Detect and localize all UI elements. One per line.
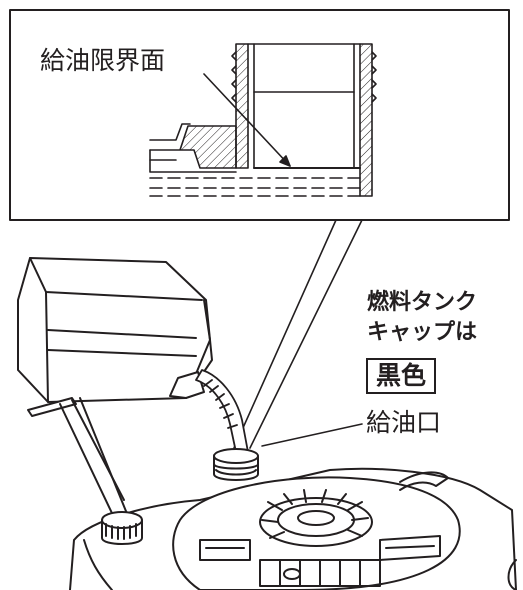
mower-handle (27, 397, 133, 531)
cap-color-box: 黒色 (366, 358, 436, 394)
filler-leader (261, 423, 363, 447)
cap-note-line2: キャップは (367, 320, 478, 345)
fuel-can (17, 257, 213, 403)
inset-frame (9, 9, 510, 221)
oil-cap (83, 511, 143, 590)
filler-port (213, 448, 259, 481)
fuel-limit-leader (203, 73, 291, 167)
cap-note-line1: 燃料タンク (367, 290, 478, 315)
filler-neck-section (149, 43, 377, 197)
engine-shroud (69, 467, 517, 590)
right-edge-part (507, 559, 517, 590)
cap-color-label: 黒色 (375, 361, 426, 390)
callout-lines (233, 219, 363, 449)
filler-port-label: 給油口 (366, 408, 442, 437)
fuel-limit-surface-label: 給油限界面 (40, 46, 166, 75)
fuel-can-spout (195, 369, 249, 453)
